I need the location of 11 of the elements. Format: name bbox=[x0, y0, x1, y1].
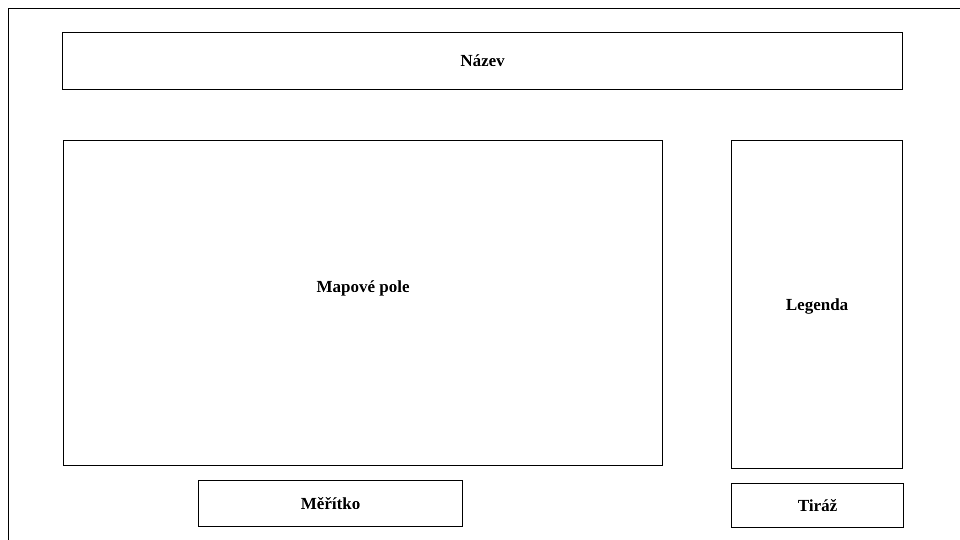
map-field-box bbox=[63, 140, 663, 466]
map-layout-frame bbox=[8, 8, 960, 540]
imprint-region-box bbox=[731, 483, 904, 528]
region-label: Název bbox=[460, 51, 505, 71]
title-region-box bbox=[62, 32, 903, 90]
legend-region-box bbox=[731, 140, 903, 469]
region-label: Tiráž bbox=[798, 496, 838, 516]
region-label: Měřítko bbox=[300, 494, 360, 514]
region-label: Mapové pole bbox=[316, 277, 410, 297]
scale-region-box bbox=[198, 480, 463, 527]
region-label: Legenda bbox=[786, 294, 848, 314]
